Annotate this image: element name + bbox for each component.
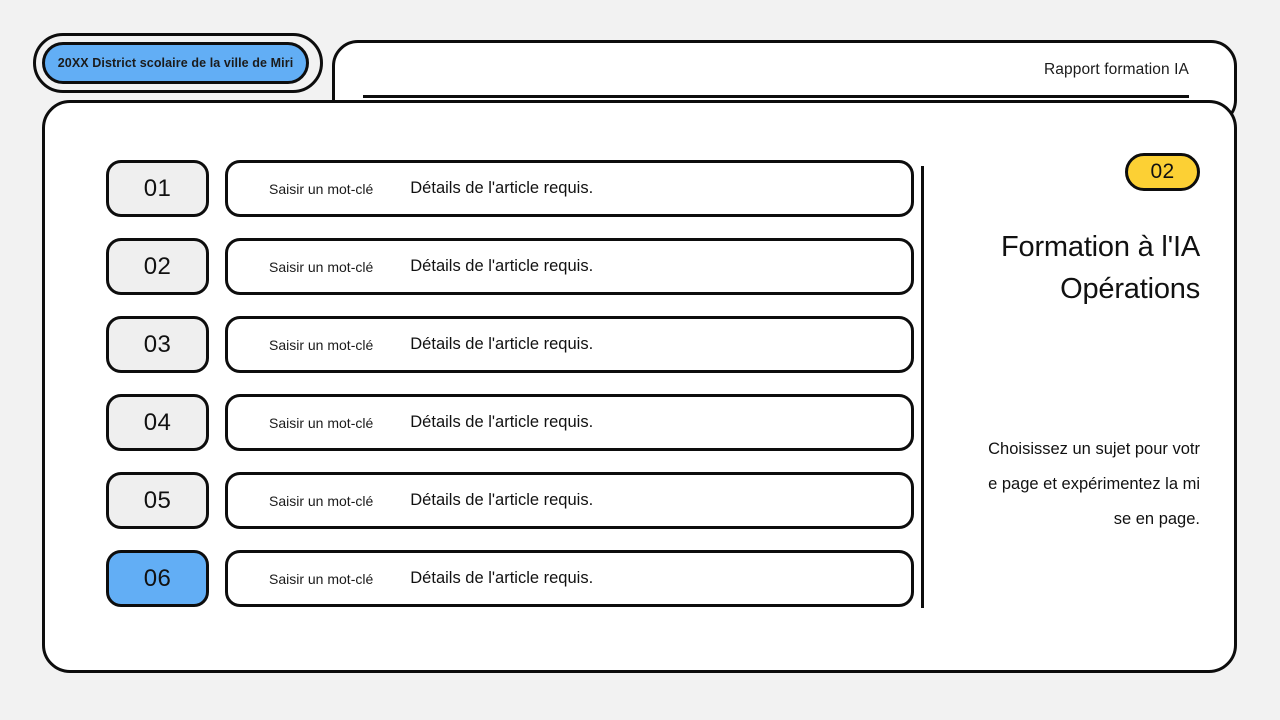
item-detail-field[interactable]: Saisir un mot-clé Détails de l'article r… — [225, 394, 914, 451]
item-detail-text: Détails de l'article requis. — [410, 179, 594, 197]
right-panel: 02 Formation à l'IA Opérations Choisisse… — [955, 153, 1200, 537]
item-number-label: 04 — [143, 408, 172, 436]
section-number-badge: 02 — [1125, 153, 1200, 191]
item-detail-text: Détails de l'article requis. — [410, 257, 594, 275]
item-detail-field[interactable]: Saisir un mot-clé Détails de l'article r… — [225, 472, 914, 529]
item-keyword-label: Saisir un mot-clé — [269, 492, 374, 509]
list-item[interactable]: 01 Saisir un mot-clé Détails de l'articl… — [106, 160, 914, 217]
item-detail-field[interactable]: Saisir un mot-clé Détails de l'article r… — [225, 238, 914, 295]
item-number-box[interactable]: 02 — [106, 238, 209, 295]
item-detail-text: Détails de l'article requis. — [410, 491, 594, 509]
item-list: 01 Saisir un mot-clé Détails de l'articl… — [106, 160, 914, 607]
item-number-label: 02 — [143, 252, 172, 280]
item-keyword-label: Saisir un mot-clé — [269, 258, 374, 275]
item-keyword-label: Saisir un mot-clé — [269, 414, 374, 431]
district-tab-pill[interactable]: 20XX District scolaire de la ville de Mi… — [42, 42, 309, 84]
vertical-divider — [921, 166, 924, 608]
list-item[interactable]: 02 Saisir un mot-clé Détails de l'articl… — [106, 238, 914, 295]
item-number-box-selected[interactable]: 06 — [106, 550, 209, 607]
item-number-box[interactable]: 01 — [106, 160, 209, 217]
district-tab-label: 20XX District scolaire de la ville de Mi… — [57, 56, 294, 70]
section-description: Choisissez un sujet pour votre page et e… — [988, 440, 1200, 528]
item-keyword-label: Saisir un mot-clé — [269, 336, 374, 353]
list-item[interactable]: 04 Saisir un mot-clé Détails de l'articl… — [106, 394, 914, 451]
item-detail-text: Détails de l'article requis. — [410, 569, 594, 587]
item-number-box[interactable]: 04 — [106, 394, 209, 451]
header-divider-rule — [363, 95, 1189, 98]
item-detail-field[interactable]: Saisir un mot-clé Détails de l'article r… — [225, 550, 914, 607]
item-number-label: 05 — [143, 486, 172, 514]
item-number-label: 01 — [143, 174, 172, 202]
item-number-box[interactable]: 03 — [106, 316, 209, 373]
item-keyword-label: Saisir un mot-clé — [269, 180, 374, 197]
page-title: Rapport formation IA — [1043, 61, 1189, 78]
item-number-label: 06 — [143, 564, 172, 592]
item-number-label: 03 — [143, 330, 172, 358]
list-item[interactable]: 03 Saisir un mot-clé Détails de l'articl… — [106, 316, 914, 373]
list-item[interactable]: 06 Saisir un mot-clé Détails de l'articl… — [106, 550, 914, 607]
item-number-box[interactable]: 05 — [106, 472, 209, 529]
section-title: Formation à l'IA Opérations — [1001, 231, 1200, 305]
item-detail-text: Détails de l'article requis. — [410, 335, 594, 353]
list-item[interactable]: 05 Saisir un mot-clé Détails de l'articl… — [106, 472, 914, 529]
item-detail-field[interactable]: Saisir un mot-clé Détails de l'article r… — [225, 160, 914, 217]
section-number-label: 02 — [1150, 160, 1175, 183]
body-card: 01 Saisir un mot-clé Détails de l'articl… — [42, 100, 1237, 673]
item-detail-text: Détails de l'article requis. — [410, 413, 594, 431]
item-keyword-label: Saisir un mot-clé — [269, 570, 374, 587]
item-detail-field[interactable]: Saisir un mot-clé Détails de l'article r… — [225, 316, 914, 373]
